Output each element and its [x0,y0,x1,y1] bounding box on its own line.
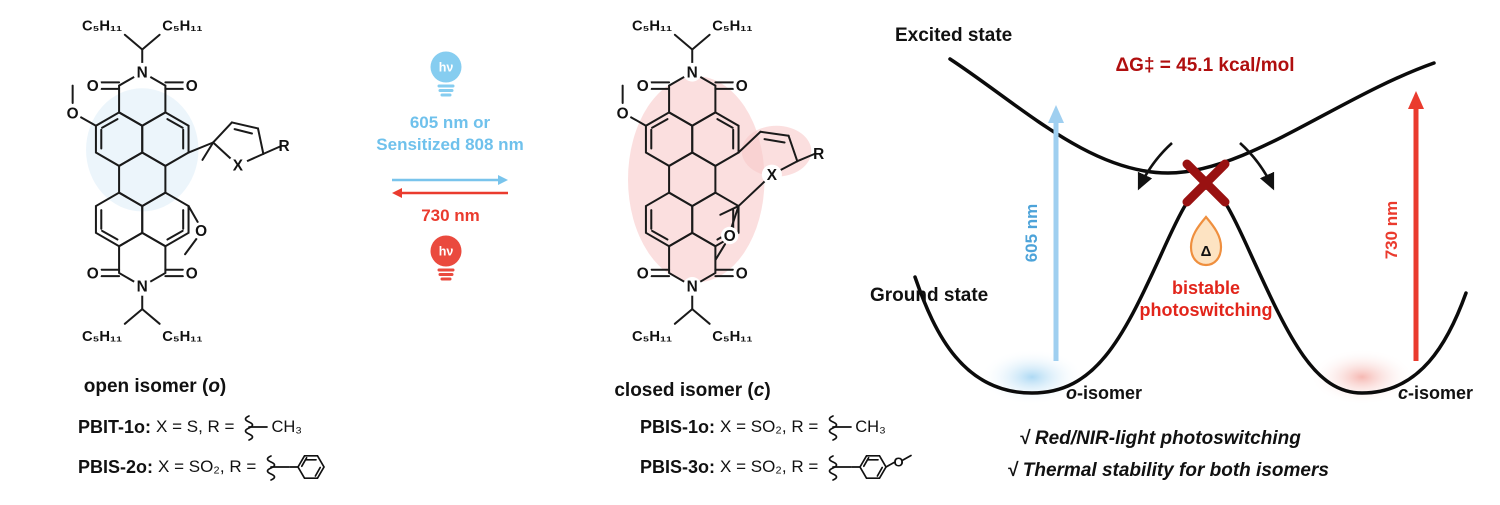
relaxation-arrow-right [1239,142,1275,191]
r-group-label: R [813,146,824,163]
closed-atom-masks [613,62,782,296]
hv-label: hν [439,61,454,75]
blue-lightbulb-icon: hν [430,51,462,97]
attachment-bond-icon [828,415,853,441]
o-atom-label: O [637,78,649,95]
o-atom-label: O [724,228,736,245]
n-atom-label: N [687,65,698,82]
c-isomer-label: c-isomer [1398,383,1473,403]
compound-name: PBIT-1o: [78,416,152,437]
methoxyphenyl-ring-icon: O [851,455,913,480]
open-label-letter: o [208,376,220,397]
alkyl-chain-label: C₅H₁₁ [712,19,752,35]
compound-conditions: X = SO₂, R = [158,457,257,476]
energy-diagram: Δ Excited state ΔG‡ = 45.1 kcal/mol Grou… [870,25,1473,481]
alkyl-chain-label: C₅H₁₁ [162,19,202,35]
closed-isomer-structure: N N O O O O O O X R C₅H₁₁ C₅H₁₁ C₅H₁₁ C₅… [613,19,825,345]
alkyl-chain-label: C₅H₁₁ [162,329,202,345]
compound-pbis-1o: PBIS-1o: X = SO₂, R = CH₃ [640,414,886,441]
forward-line2: Sensitized 808 nm [376,135,524,155]
attachment-bond-icon [245,415,269,441]
r-substituent-text: CH₃ [271,417,303,436]
delta-label: Δ [1201,243,1212,260]
closed-core-highlight [628,76,765,283]
open-atom-labels: N N O O O O O O X R C₅H₁₁ C₅H₁₁ C₅H₁₁ C₅… [67,19,290,345]
closed-label-text: closed isomer ( [614,380,754,401]
n-atom-label: N [137,279,148,296]
o-isomer-letter: o [1066,383,1077,403]
closed-label-letter: c [753,380,765,401]
compound-pbis-2o: PBIS-2o: X = SO₂, R = [78,452,330,482]
closed-atom-labels: N N O O O O O O X R C₅H₁₁ C₅H₁₁ C₅H₁₁ C₅… [617,19,825,345]
open-isomer-bonds [71,33,282,325]
attachment-bond-icon [266,455,291,481]
open-label-paren: ) [219,376,227,397]
c-isomer-letter: c [1398,383,1408,403]
compound-conditions: X = S, R = [156,417,235,436]
excited-state-label: Excited state [895,25,1012,46]
attachment-bond-icon [828,455,853,481]
reverse-wavelength-label: 730 nm [421,206,480,225]
alkyl-chain-label: C₅H₁₁ [632,19,672,35]
red-arrowhead-icon [1408,91,1424,109]
forward-line1: 605 nm or [409,113,491,132]
red-lightbulb-icon: hν [430,235,462,281]
compound-pbis-3o: PBIS-3o: X = SO₂, R = O [640,452,918,482]
o-atom-label: O [894,455,904,470]
excitation-arrows [1048,91,1424,361]
o-atom-label: O [736,265,748,282]
compound-pbit-1o: PBIT-1o: X = S, R = CH₃ [78,414,303,441]
o-atom-label: O [186,78,198,95]
o-isomer-label: o-isomer [1066,383,1142,403]
excited-state-curve [948,57,1436,175]
feature-bullet-1: √ Red/NIR-light photoswitching [1019,428,1301,449]
compound-name: PBIS-3o: [640,456,716,477]
r-group-label: R [279,138,290,155]
compound-conditions: X = SO₂, R = [720,457,819,476]
compound-name: PBIS-1o: [640,416,716,437]
closed-isomer-label: closed isomer (c) [575,380,810,402]
hv-label: hν [439,245,454,259]
flame-icon: Δ [1189,215,1223,267]
closed-label-paren: ) [764,380,771,401]
o-isomer-rest: -isomer [1077,383,1142,403]
c-isomer-rest: -isomer [1408,383,1473,403]
relaxation-arrow-left [1137,142,1173,191]
alkyl-chain-label: C₅H₁₁ [82,19,122,35]
bistable-label-line1: bistable [1172,278,1240,298]
alkyl-chain-label: C₅H₁₁ [712,329,752,345]
phenyl-ring-icon [289,454,326,480]
open-label-text: open isomer ( [83,376,209,397]
n-atom-label: N [687,279,698,296]
r-substituent-text: CH₃ [855,417,886,436]
x-atom-label: X [767,167,778,184]
o-atom-label: O [87,78,99,95]
blue-arrowhead-icon [1048,105,1064,123]
n-atom-label: N [137,65,148,82]
equilibrium-arrows-icon [392,175,508,198]
alkyl-chain-label: C₅H₁₁ [82,329,122,345]
red-cross-icon [1182,159,1230,207]
compound-conditions: X = SO₂, R = [720,417,819,436]
open-isomer-structure: N N O O O O O O X R C₅H₁₁ C₅H₁₁ C₅H₁₁ C₅… [63,19,290,345]
blue-arrow-wavelength: 605 nm [1022,204,1041,263]
open-atom-masks [63,62,248,296]
o-atom-label: O [186,265,198,282]
o-atom-label: O [736,78,748,95]
alkyl-chain-label: C₅H₁₁ [632,329,672,345]
o-atom-label: O [195,223,207,240]
red-arrow-wavelength: 730 nm [1382,201,1401,260]
forward-wavelength-label: 605 nm or Sensitized 808 nm [350,112,550,156]
ground-state-label: Ground state [870,285,988,306]
o-atom-label: O [617,105,629,122]
o-atom-label: O [637,265,649,282]
open-isomer-label: open isomer (o) [45,376,265,398]
compound-name: PBIS-2o: [78,456,154,477]
o-atom-label: O [67,105,79,122]
barrier-energy-label: ΔG‡ = 45.1 kcal/mol [1116,55,1295,76]
o-atom-label: O [87,265,99,282]
feature-bullet-2: √ Thermal stability for both isomers [1007,460,1329,481]
bistable-label-line2: photoswitching [1140,300,1273,320]
x-atom-label: X [233,158,244,175]
